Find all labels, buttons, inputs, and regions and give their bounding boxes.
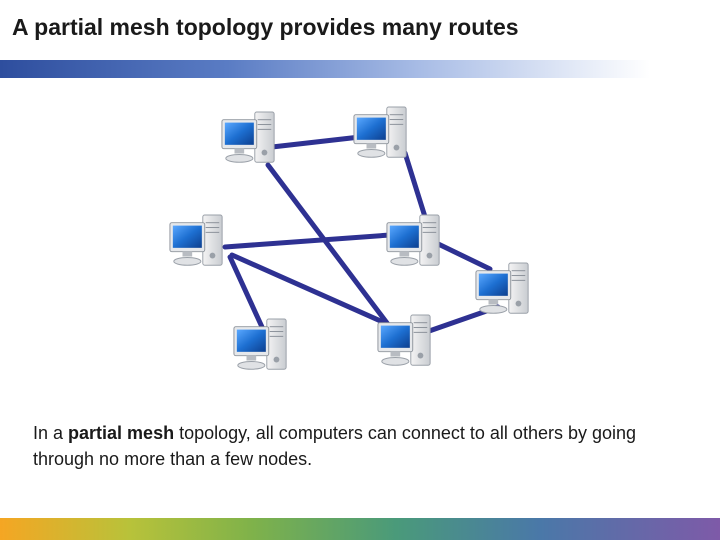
footer-gradient-bar: [0, 518, 720, 540]
link-topright-center: [402, 150, 429, 223]
computer-icon: [386, 214, 440, 266]
link-center-right: [427, 237, 493, 272]
caption-bold-term: partial mesh: [68, 423, 175, 443]
computer-icon: [221, 111, 275, 163]
computer-icon: [377, 314, 431, 366]
mesh-links: [222, 134, 501, 340]
link-middleleft-bottomleft: [227, 254, 265, 330]
caption-text: In a partial mesh topology, all computer…: [33, 420, 698, 472]
link-topleft-bottomcenter: [265, 162, 393, 330]
partial-mesh-diagram: [169, 106, 529, 370]
link-topleft-topright: [269, 134, 363, 150]
computer-icon: [233, 318, 287, 370]
computer-icon: [475, 262, 529, 314]
caption-suffix: topology, all computers can connect to a…: [33, 423, 637, 469]
link-middleleft-bottomcenter: [229, 252, 388, 326]
slide-title: A partial mesh topology provides many ro…: [12, 14, 519, 40]
title-underline-bar: [0, 60, 650, 78]
link-middleleft-center: [222, 232, 393, 250]
computer-icon: [353, 106, 407, 158]
computer-icon: [169, 214, 223, 266]
caption-prefix: In a: [33, 423, 69, 443]
